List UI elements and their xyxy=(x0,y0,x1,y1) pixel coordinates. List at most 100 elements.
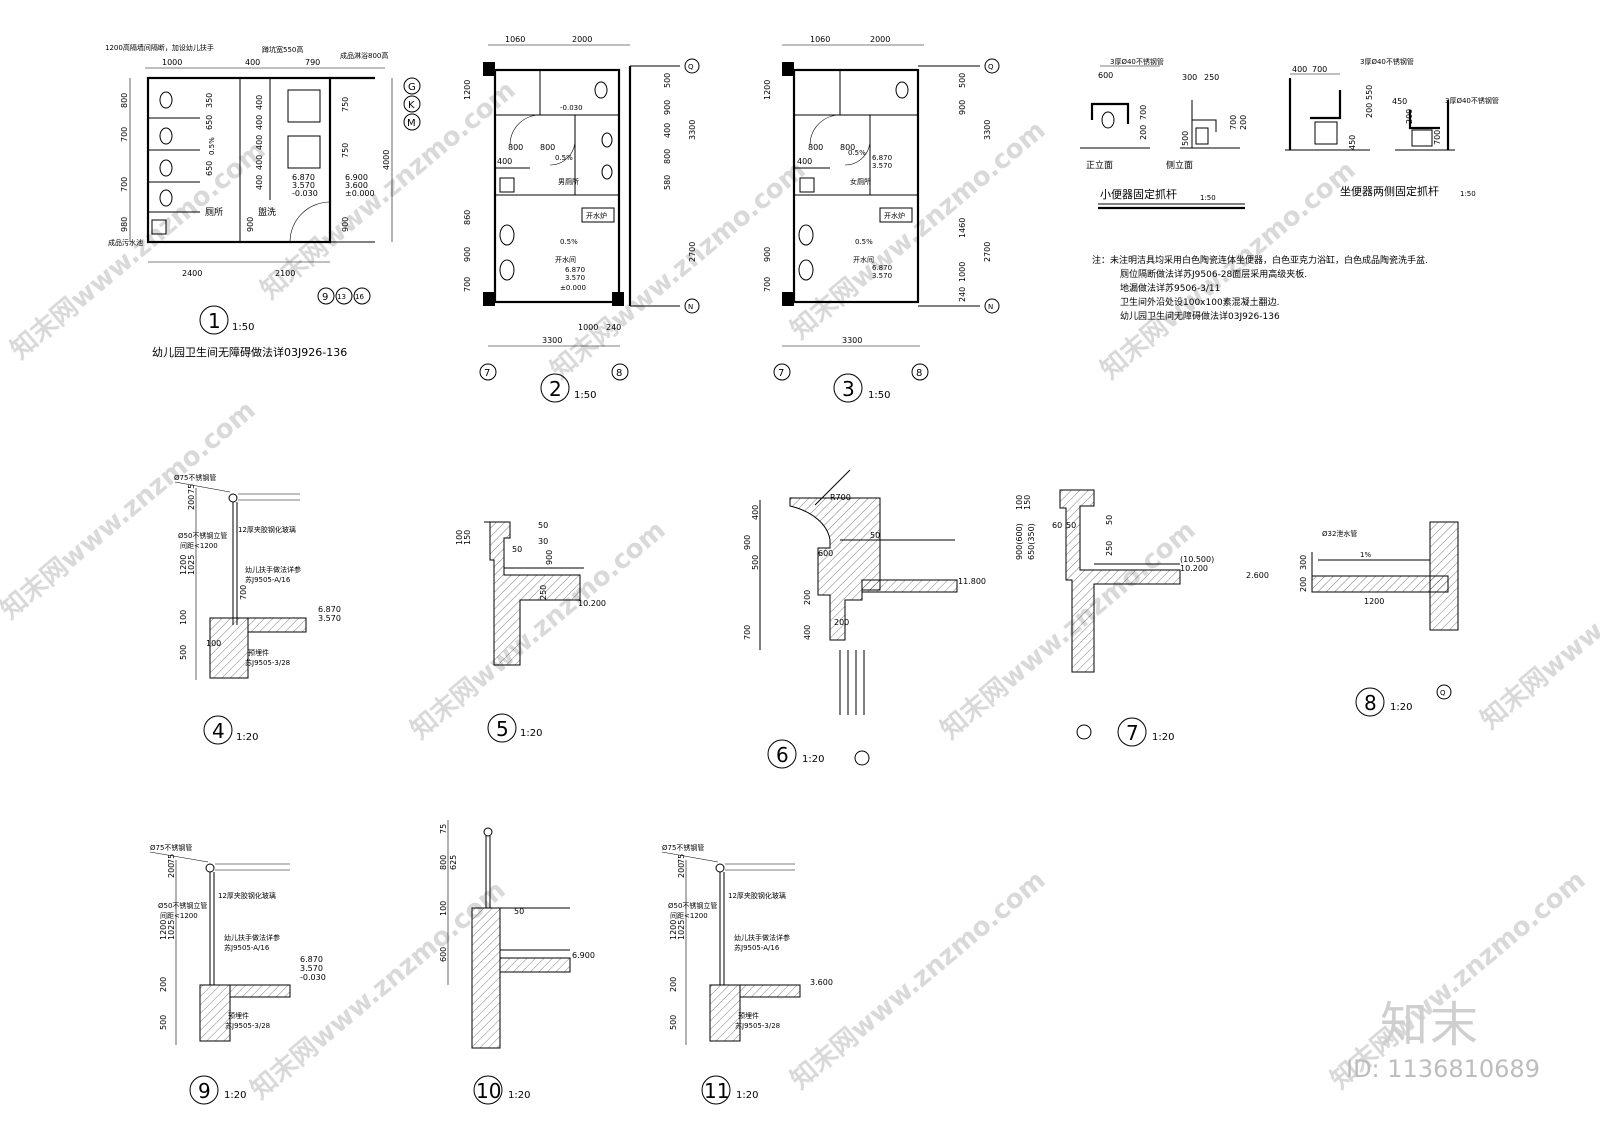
note-sink: 成品污水池 xyxy=(108,238,143,247)
svg-text:苏J9505-3/28: 苏J9505-3/28 xyxy=(735,1021,780,1030)
svg-text:2.600: 2.600 xyxy=(1246,571,1269,580)
detail-number: 5 xyxy=(496,717,509,741)
detail-3-plan: 1060 2000 开水炉 女厕所 开水间 6.870 3.570 6.870 … xyxy=(763,35,1000,403)
svg-text:400: 400 xyxy=(255,175,264,190)
svg-text:间距<1200: 间距<1200 xyxy=(160,912,198,920)
svg-text:1025: 1025 xyxy=(167,920,176,940)
svg-text:±0.000: ±0.000 xyxy=(345,189,375,198)
svg-text:800: 800 xyxy=(439,855,448,870)
svg-text:200: 200 xyxy=(803,590,812,605)
svg-text:50: 50 xyxy=(538,521,548,530)
svg-text:Ø75不锈钢管: Ø75不锈钢管 xyxy=(174,473,216,482)
svg-text:75: 75 xyxy=(187,484,196,494)
svg-text:3厚Ø40不锈钢管: 3厚Ø40不锈钢管 xyxy=(1360,57,1414,66)
svg-text:3300: 3300 xyxy=(983,120,992,140)
svg-text:2000: 2000 xyxy=(572,35,592,44)
svg-text:800: 800 xyxy=(663,149,672,164)
svg-text:16: 16 xyxy=(355,293,364,301)
watermark: 知末网www.znzmo.com xyxy=(545,155,811,385)
svg-text:K: K xyxy=(408,100,415,111)
svg-text:Ø32泄水管: Ø32泄水管 xyxy=(1322,529,1357,538)
svg-text:3.570: 3.570 xyxy=(318,614,341,623)
general-notes: 注：未注明洁具均采用白色陶瓷连体坐便器，白色亚克力浴缸，白色成品陶瓷洗手盆. 厕… xyxy=(1092,254,1428,322)
detail-number: 6 xyxy=(776,743,789,767)
svg-text:50: 50 xyxy=(1066,521,1076,530)
svg-text:100: 100 xyxy=(206,639,221,648)
svg-text:6.870: 6.870 xyxy=(318,605,341,614)
detail-number: 7 xyxy=(1126,721,1139,745)
detail-7-parapet-section: 100 150 900(600) 650(350) 60 50 250 50 (… xyxy=(1015,489,1214,747)
svg-text:800: 800 xyxy=(508,143,523,152)
svg-text:500: 500 xyxy=(669,1015,678,1030)
svg-text:450: 450 xyxy=(1392,97,1407,106)
svg-text:Q: Q xyxy=(988,63,994,71)
svg-text:800: 800 xyxy=(120,93,129,108)
svg-text:(10.500): (10.500) xyxy=(1180,555,1214,564)
svg-text:500: 500 xyxy=(751,555,760,570)
svg-text:900: 900 xyxy=(743,535,752,550)
urinal-title: 小便器固定抓杆 xyxy=(1100,187,1177,201)
svg-text:900: 900 xyxy=(763,247,772,262)
svg-text:300: 300 xyxy=(1182,73,1197,82)
svg-text:400: 400 xyxy=(255,115,264,130)
detail-5-parapet-section: 100 150 50 30 900 250 50 10.200 5 1:20 xyxy=(455,521,606,743)
svg-text:8: 8 xyxy=(616,368,622,379)
svg-text:900: 900 xyxy=(246,217,255,232)
svg-text:0.5%: 0.5% xyxy=(855,238,873,246)
svg-text:700: 700 xyxy=(239,585,248,600)
svg-text:4000: 4000 xyxy=(382,150,391,170)
svg-text:1200: 1200 xyxy=(1364,597,1384,606)
svg-text:预埋件: 预埋件 xyxy=(228,1011,249,1020)
svg-text:3.600: 3.600 xyxy=(345,181,368,190)
svg-text:200: 200 xyxy=(167,863,176,878)
svg-text:3厚Ø40不锈钢管: 3厚Ø40不锈钢管 xyxy=(1445,96,1499,105)
svg-text:Ø75不锈钢管: Ø75不锈钢管 xyxy=(662,843,704,852)
toilet-title: 坐便器两侧固定抓杆 xyxy=(1340,184,1439,198)
svg-text:开水炉: 开水炉 xyxy=(586,211,607,220)
svg-text:650: 650 xyxy=(205,161,214,176)
svg-text:开水炉: 开水炉 xyxy=(884,211,905,220)
detail-number: 10 xyxy=(476,1079,501,1103)
svg-text:50: 50 xyxy=(1105,515,1114,525)
svg-text:500: 500 xyxy=(1181,131,1190,146)
svg-text:790: 790 xyxy=(305,58,320,67)
svg-text:900: 900 xyxy=(663,100,672,115)
svg-text:1025: 1025 xyxy=(187,555,196,575)
svg-text:1025: 1025 xyxy=(677,920,686,940)
detail-number: 4 xyxy=(212,719,225,743)
svg-text:550: 550 xyxy=(1365,85,1374,100)
svg-text:1:50: 1:50 xyxy=(1200,194,1216,202)
svg-text:800: 800 xyxy=(840,143,855,152)
svg-text:3.570: 3.570 xyxy=(872,272,892,280)
note-shower: 成品淋浴800高 xyxy=(340,51,388,60)
svg-text:240: 240 xyxy=(606,323,621,332)
svg-text:800: 800 xyxy=(808,143,823,152)
svg-text:1:20: 1:20 xyxy=(802,754,824,765)
svg-text:1:50: 1:50 xyxy=(232,322,254,333)
svg-text:700: 700 xyxy=(1433,130,1442,145)
svg-text:250: 250 xyxy=(539,585,548,600)
svg-text:预埋件: 预埋件 xyxy=(738,1011,759,1020)
svg-text:900: 900 xyxy=(958,100,967,115)
svg-text:50: 50 xyxy=(870,531,880,540)
svg-text:450: 450 xyxy=(1348,135,1357,150)
svg-text:700: 700 xyxy=(1229,115,1238,130)
svg-text:400: 400 xyxy=(497,157,512,166)
svg-text:750: 750 xyxy=(341,97,350,112)
svg-text:厕位隔断做法详苏J9506-28面层采用高级夹板.: 厕位隔断做法详苏J9506-28面层采用高级夹板. xyxy=(1120,268,1307,280)
svg-text:500: 500 xyxy=(179,645,188,660)
svg-text:1:50: 1:50 xyxy=(868,390,890,401)
svg-text:N: N xyxy=(988,303,993,311)
svg-text:3300: 3300 xyxy=(688,120,697,140)
detail-2-plan: 1060 2000 开水炉 男厕所 开水间 -0.030 6.870 3.570… xyxy=(463,35,700,403)
svg-text:400: 400 xyxy=(751,505,760,520)
detail-number: 11 xyxy=(704,1079,729,1103)
svg-text:12厚夹胶钢化玻璃: 12厚夹胶钢化玻璃 xyxy=(728,891,786,900)
svg-text:700: 700 xyxy=(1312,65,1327,74)
detail-6-cornice-section: 400 900 500 600 200 200 400 700 R700 50 … xyxy=(743,469,986,769)
svg-text:9: 9 xyxy=(322,292,328,303)
svg-text:1%: 1% xyxy=(1360,551,1371,559)
svg-text:间距<1200: 间距<1200 xyxy=(180,542,218,550)
svg-text:卫生间外沿处设100x100素混凝土翻边.: 卫生间外沿处设100x100素混凝土翻边. xyxy=(1120,296,1280,308)
svg-text:500: 500 xyxy=(958,73,967,88)
